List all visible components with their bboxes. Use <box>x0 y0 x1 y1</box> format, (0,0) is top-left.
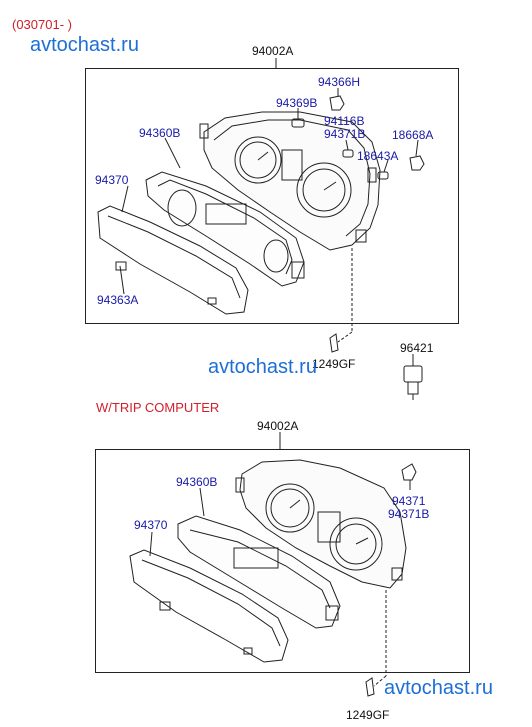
screw-label-top: 1249GF <box>312 357 356 371</box>
part-94371B: 94371B <box>324 127 366 141</box>
sensor-96421 <box>403 354 423 400</box>
part-94116B: 94116B <box>324 114 365 128</box>
bulb-94371 <box>401 463 417 481</box>
date-range-label: (030701- ) <box>12 17 72 32</box>
part-94371-bottom: 94371 <box>392 494 426 508</box>
screw-1249GF-bottom <box>365 677 375 697</box>
screw-1249GF-top <box>329 333 339 353</box>
bottom-assembly-number: 94002A <box>257 419 299 433</box>
top-cluster-lens <box>97 205 249 315</box>
top-cluster-body <box>199 111 381 251</box>
bulb-94366H <box>329 95 345 111</box>
watermark-top: avtochast.ru <box>30 34 139 56</box>
variant-title: W/TRIP COMPUTER <box>96 400 220 415</box>
socket-18668A <box>409 155 425 171</box>
screw-label-bottom: 1249GF <box>346 708 390 722</box>
watermark-middle: avtochast.ru <box>208 356 317 378</box>
top-assembly-frame <box>85 68 459 324</box>
top-assembly-number: 94002A <box>252 44 294 58</box>
top-cluster-hood <box>145 171 305 287</box>
part-94371B-bottom: 94371B <box>388 507 430 521</box>
part-94360B: 94360B <box>139 126 181 140</box>
part-94366H: 94366H <box>318 75 361 89</box>
bottom-cluster-hood <box>177 515 341 629</box>
bulb-18643A <box>377 171 389 180</box>
watermark-bottom: avtochast.ru <box>384 677 493 699</box>
sensor-label: 96421 <box>400 341 434 355</box>
bottom-cluster-body <box>235 459 407 589</box>
part-18643A: 18643A <box>357 149 399 163</box>
bottom-cluster-lens <box>129 549 289 663</box>
part-18668A: 18668A <box>392 128 434 142</box>
bottom-assembly-frame <box>95 449 470 673</box>
part-94370: 94370 <box>95 173 129 187</box>
part-94360B-bottom: 94360B <box>176 475 218 489</box>
part-94370-bottom: 94370 <box>134 518 168 532</box>
part-94363A: 94363A <box>97 293 139 307</box>
part-94369B: 94369B <box>276 96 318 110</box>
